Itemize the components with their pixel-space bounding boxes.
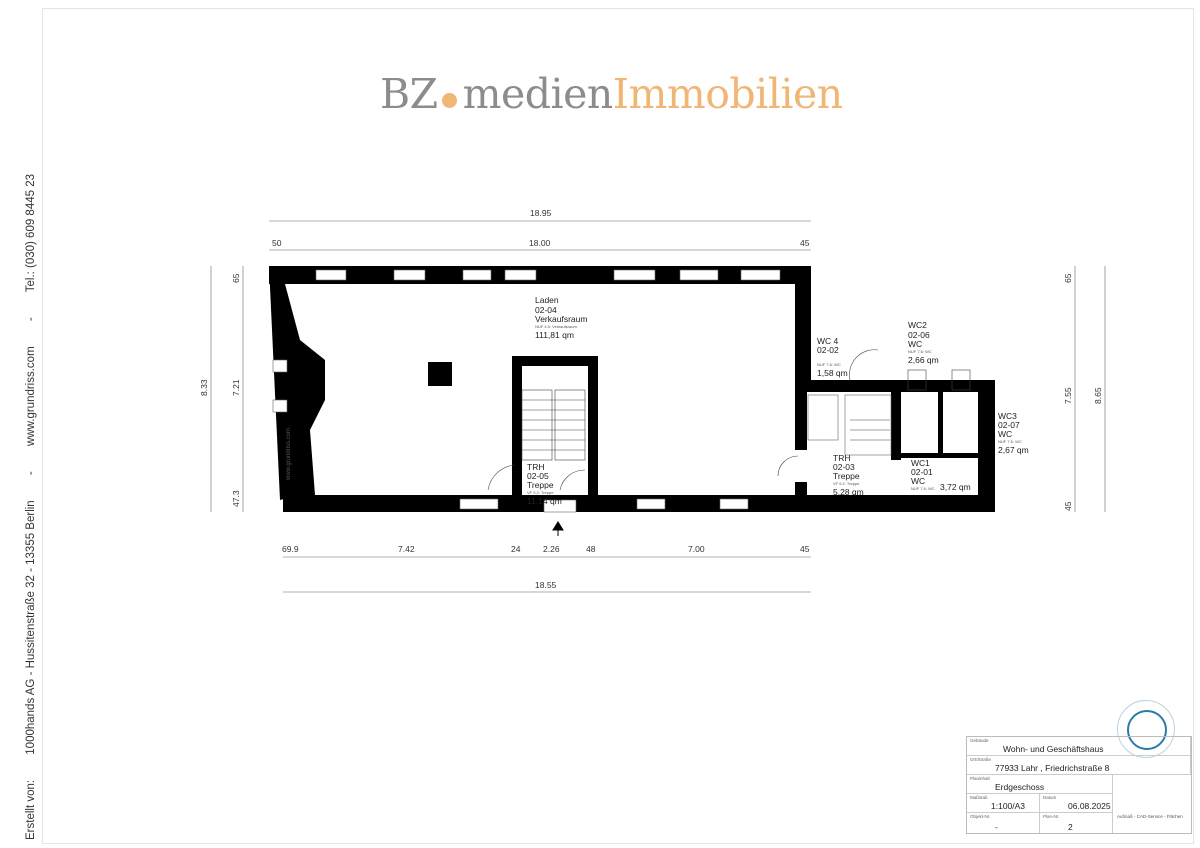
room-type: Treppe <box>833 471 860 481</box>
room-type: WC <box>908 339 922 349</box>
date-value: 06.08.2025 <box>1068 801 1111 811</box>
room-name: Laden <box>535 295 559 305</box>
title-block: Gebäude Wohn- und Geschäftshaus Ort/Stra… <box>966 736 1192 834</box>
building-value: Wohn- und Geschäftshaus <box>1003 744 1104 754</box>
dim-left-top: 65 <box>231 273 241 283</box>
dim-bottom-total: 18.55 <box>535 580 557 590</box>
room-wc1: WC1 02-01 WC NUF 7.6: WC 3,72 qm <box>911 458 971 492</box>
services-text: Aufmaß - CAD-Service - Flächen <box>1117 814 1183 819</box>
date-label: Datum <box>1043 795 1057 800</box>
room-id: 02-03 <box>833 462 855 472</box>
content-label: Planinhalt <box>970 776 990 781</box>
dim-right-top: 65 <box>1063 273 1073 283</box>
watermark: www.grundriss.com <box>286 428 292 481</box>
certification-stamp <box>1117 700 1175 758</box>
windows <box>272 269 892 513</box>
room-id: 02-05 <box>527 471 549 481</box>
dim-top-left: 50 <box>272 238 282 248</box>
logo-dot <box>441 93 457 108</box>
logo-medien: medien <box>462 70 614 118</box>
room-laden: Laden 02-04 Verkaufsraum NUF 4.5: Verkau… <box>535 295 587 340</box>
address-label: Ort/Straße <box>970 757 992 762</box>
room-wc2: WC2 02-06 WC NUF 7.6: WC 2,66 qm <box>908 320 939 365</box>
room-type: WC <box>998 429 1012 439</box>
scale-value: 1:100/A3 <box>991 801 1026 811</box>
room-trh-02-03: TRH 02-03 Treppe VF 9.2: Treppe 5,28 qm <box>833 453 864 497</box>
dim-bottom: 2.26 <box>543 544 560 554</box>
dim-left-total: 8.33 <box>199 379 209 396</box>
room-usage: NUF 7.6: WC <box>911 486 935 491</box>
room-usage: NUF 7.6: WC <box>998 439 1022 444</box>
dim-top-mid: 18.00 <box>529 238 551 248</box>
room-area: 3,72 qm <box>940 482 971 492</box>
plan-label: Plan-Nr. <box>1043 814 1060 819</box>
room-name: WC3 <box>998 411 1017 421</box>
room-area: 1,58 qm <box>817 368 848 378</box>
dim-left-bottom: 47.3 <box>231 490 241 507</box>
room-name: TRH <box>833 453 850 463</box>
dim-top-right: 45 <box>800 238 810 248</box>
logo-immobilien: Immobilien <box>612 70 843 118</box>
dim-bottom: 7.42 <box>398 544 415 554</box>
room-type: Treppe <box>527 480 554 490</box>
room-type: WC <box>911 476 925 486</box>
room-name: WC1 <box>911 458 930 468</box>
room-area: 2,67 qm <box>998 445 1029 455</box>
room-usage: NUF 4.5: Verkaufsraum <box>535 324 577 329</box>
dim-top-total: 18.95 <box>530 208 552 218</box>
room-trh-02-05: TRH 02-05 Treppe VF 9.2: Treppe 11,14 qm <box>527 462 562 506</box>
room-area: 2,66 qm <box>908 355 939 365</box>
address-value: 77933 Lahr , Friedrichstraße 8 <box>995 763 1110 773</box>
room-id: 02-02 <box>817 345 839 355</box>
object-label: Objekt-Nr. <box>970 814 991 819</box>
dim-right-total: 8.65 <box>1093 387 1103 404</box>
room-wc3: WC3 02-07 WC NUF 7.6: WC 2,67 qm <box>998 411 1029 455</box>
room-id: 02-04 <box>535 305 557 315</box>
room-usage: NUF 7.6: WC <box>908 349 932 354</box>
dim-right-bottom: 45 <box>1063 501 1073 511</box>
scale-label: Maßstab <box>970 795 988 800</box>
dim-left-mid: 7.21 <box>231 379 241 396</box>
entrance-arrow-icon <box>552 521 564 536</box>
dim-right-mid: 7.55 <box>1063 387 1073 404</box>
room-name: TRH <box>527 462 544 472</box>
dim-bottom: 45 <box>800 544 810 554</box>
page-frame <box>42 8 1194 844</box>
room-wc4: WC 4 02-02 NUF 7.6: WC 1,58 qm <box>817 336 848 378</box>
dim-bottom: 69.9 <box>282 544 299 554</box>
room-usage: VF 9.2: Treppe <box>527 490 554 495</box>
room-area: 5,28 qm <box>833 487 864 497</box>
dimension-labels: 18.95 50 18.00 45 8.33 7.21 65 47.3 65 7… <box>199 208 1103 590</box>
dim-bottom: 48 <box>586 544 596 554</box>
room-id: 02-06 <box>908 330 930 340</box>
room-area: 111,81 qm <box>535 330 574 340</box>
room-area: 11,14 qm <box>527 496 562 506</box>
content-value: Erdgeschoss <box>995 782 1045 792</box>
room-usage: NUF 7.6: WC <box>817 362 841 367</box>
logo-bz: BZ <box>380 70 438 118</box>
object-value: - <box>995 822 998 832</box>
dim-bottom: 7.00 <box>688 544 705 554</box>
building-label: Gebäude <box>970 738 989 743</box>
walls <box>269 266 995 512</box>
room-id: 02-01 <box>911 467 933 477</box>
stairs <box>487 349 971 491</box>
room-type: Verkaufsraum <box>535 314 587 324</box>
plan-value: 2 <box>1068 822 1073 832</box>
room-name: WC2 <box>908 320 927 330</box>
room-name: WC 4 <box>817 336 839 346</box>
room-usage: VF 9.2: Treppe <box>833 481 860 486</box>
company-logo: BZ medienImmobilien <box>380 70 843 118</box>
dimension-lines <box>210 220 1106 593</box>
room-id: 02-07 <box>998 420 1020 430</box>
dim-bottom: 24 <box>511 544 521 554</box>
